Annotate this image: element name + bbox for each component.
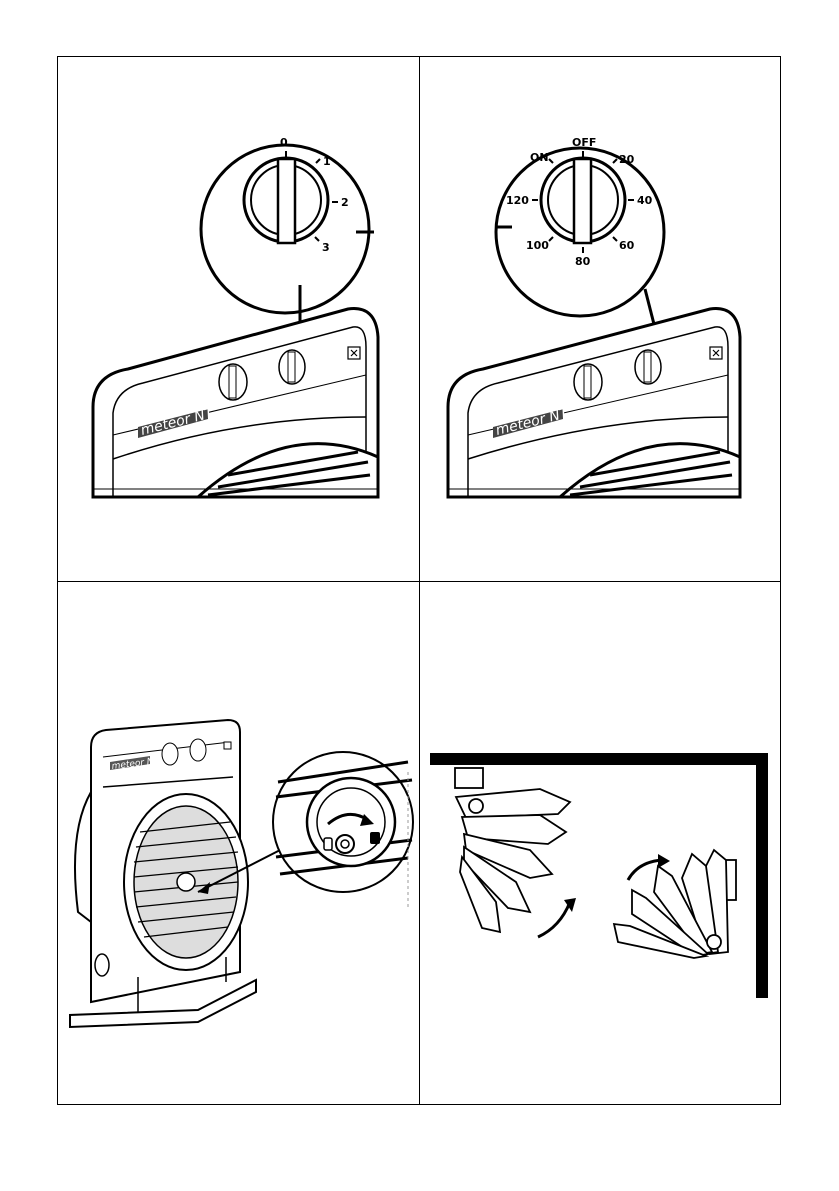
timer-label-120: 120 bbox=[506, 194, 529, 207]
panel-grille-rotation: meteor NT bbox=[58, 582, 419, 1106]
knob-grip bbox=[278, 159, 295, 243]
wall-mounted-fan bbox=[614, 850, 736, 958]
timer-label-on: ON bbox=[530, 151, 549, 164]
timer-label-40: 40 bbox=[637, 194, 653, 207]
zoomed-grille-knob bbox=[307, 778, 395, 866]
timer-knob-small bbox=[219, 364, 247, 400]
heat-selector-illustration: 0 1 2 3 meteor NT bbox=[58, 57, 419, 581]
timer-label-60: 60 bbox=[619, 239, 635, 252]
panel-timer-selector: OFF 20 40 60 80 100 120 ON meteor NT bbox=[420, 57, 782, 581]
dial-label-0: 0 bbox=[280, 136, 288, 149]
timer-label-100: 100 bbox=[526, 239, 549, 252]
timer-knob-grip bbox=[574, 159, 591, 243]
panel-heat-selector: 0 1 2 3 meteor NT bbox=[58, 57, 419, 581]
dial-label-1: 1 bbox=[323, 155, 331, 168]
ceiling-mounted-fan bbox=[455, 768, 570, 932]
timer-label-80: 80 bbox=[575, 255, 591, 268]
louvre-orientation-illustration bbox=[420, 582, 782, 1106]
timer-selector-illustration: OFF 20 40 60 80 100 120 ON meteor NT bbox=[420, 57, 782, 581]
grille-center-knob bbox=[177, 873, 195, 891]
instruction-grid: 0 1 2 3 meteor NT bbox=[57, 56, 781, 1105]
panel-louvre-orientation bbox=[420, 582, 782, 1106]
timer-label-20: 20 bbox=[619, 153, 635, 166]
dial-label-2: 2 bbox=[341, 196, 349, 209]
rotate-down-arrow-icon bbox=[538, 902, 570, 937]
grille-rotation-illustration: meteor NT bbox=[58, 582, 419, 1106]
dial-label-3: 3 bbox=[322, 241, 330, 254]
timer-label-off: OFF bbox=[572, 136, 596, 149]
heat-knob-small bbox=[279, 350, 305, 384]
